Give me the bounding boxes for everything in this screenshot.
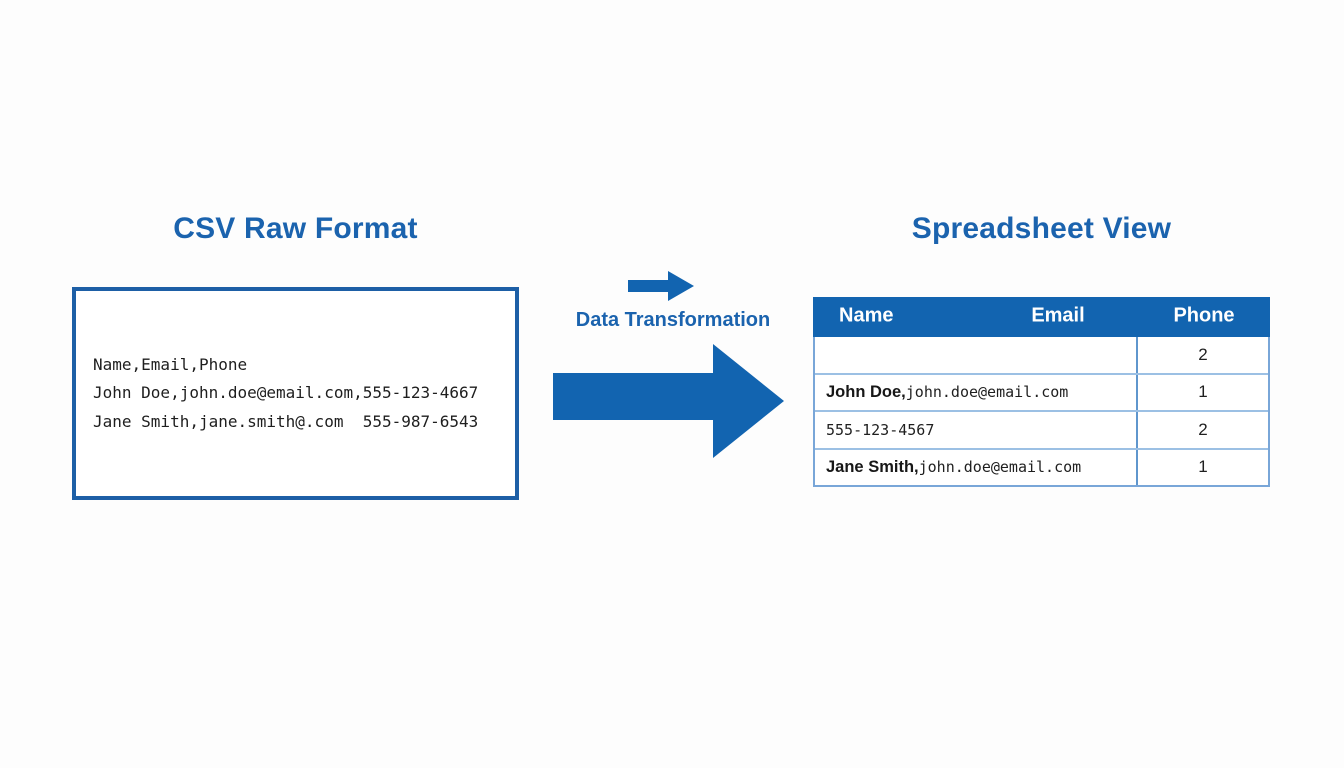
cell-name-email: John Doe, john.doe@email.com <box>815 374 1138 410</box>
cell-name-text: Jane Smith, <box>826 457 919 476</box>
csv-panel-title: CSV Raw Format <box>173 212 418 245</box>
header-phone: Phone <box>1173 304 1235 327</box>
cell-phone: 1 <box>1198 457 1208 477</box>
header-email: Email <box>1031 304 1085 327</box>
data-transformation-label: Data Transformation <box>575 309 771 331</box>
table-body: 2 John Doe, john.doe@email.com 1 555-123… <box>813 337 1270 487</box>
csv-raw-box: Name,Email,Phone John Doe,john.doe@email… <box>72 287 519 500</box>
cell-phone: 2 <box>1198 344 1208 364</box>
table-row: 2 <box>815 337 1268 375</box>
csv-line: Name,Email,Phone <box>93 354 248 374</box>
table-row: John Doe, john.doe@email.com 1 <box>815 374 1268 412</box>
spreadsheet-table: Name Email Phone 2 John Doe, john.doe@em… <box>813 297 1270 487</box>
table-row: Jane Smith, john.doe@email.com 1 <box>815 449 1268 485</box>
cell-name-email: 555-123-4567 <box>815 412 1138 448</box>
table-row: 555-123-4567 2 <box>815 412 1268 450</box>
cell-phone: 2 <box>1198 419 1208 439</box>
cell-name-email <box>815 337 1138 373</box>
cell-email-text: john.doe@email.com <box>918 458 1082 477</box>
header-name: Name <box>839 304 894 327</box>
large-right-arrow-icon <box>553 344 784 458</box>
small-right-arrow-icon <box>628 271 694 301</box>
table-header-row: Name Email Phone <box>813 297 1270 337</box>
cell-phone: 1 <box>1198 382 1208 402</box>
cell-name-text: John Doe, <box>826 382 906 401</box>
cell-email-text: 555-123-4567 <box>826 420 935 439</box>
csv-line: John Doe,john.doe@email.com,555-123-4667 <box>93 383 479 403</box>
csv-line: Jane Smith,jane.smith@.com 555-987-6543 <box>93 411 479 431</box>
cell-email-text: john.doe@email.com <box>905 383 1069 402</box>
cell-name-email: Jane Smith, john.doe@email.com <box>815 449 1138 485</box>
spreadsheet-panel-title: Spreadsheet View <box>911 212 1172 245</box>
